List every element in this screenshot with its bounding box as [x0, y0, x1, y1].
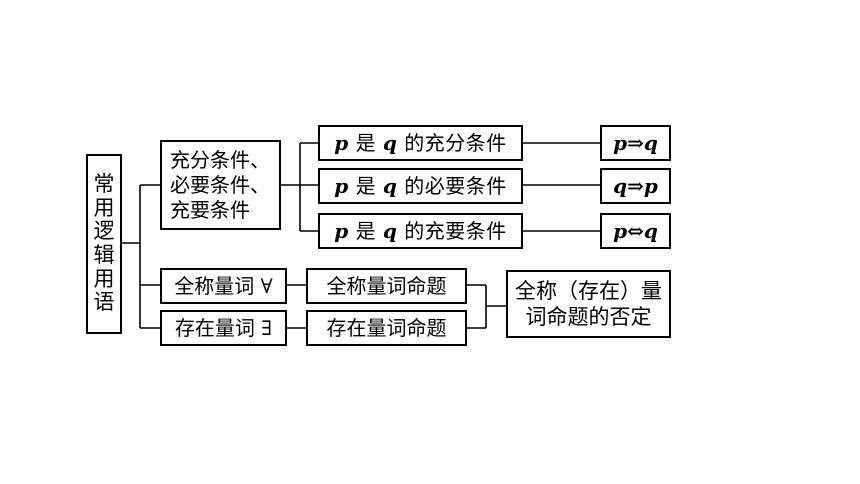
condition-text: 的必要条件: [404, 173, 507, 198]
quantifier-label: 存在量词: [174, 315, 255, 340]
condition-text: 的充分条件: [404, 130, 507, 155]
formula-q-implies-p: q⇒p: [600, 168, 671, 204]
implies-arrow-icon: ⇒: [627, 130, 644, 155]
formula-right: q: [643, 130, 658, 155]
negation-node: 全称（存在）量 词命题的否定: [506, 270, 671, 338]
var-p: p: [334, 218, 349, 243]
negation-line: 全称（存在）量: [515, 278, 662, 303]
var-q: q: [382, 218, 398, 243]
negation-line: 词命题的否定: [525, 305, 652, 329]
root-char: 逻: [93, 219, 115, 244]
existential-quantifier-node: 存在量词 ∃: [160, 310, 287, 346]
formula-right: q: [643, 218, 658, 243]
group-line: 必要条件、: [170, 172, 270, 197]
group-line: 充要条件: [170, 197, 250, 222]
root-char: 用: [93, 266, 115, 291]
quantifier-label: 全称量词: [174, 273, 255, 298]
formula-p-implies-q: p⇒q: [600, 125, 671, 161]
formula-left: q: [613, 173, 628, 198]
formula-left: p: [613, 130, 628, 155]
universal-quantifier-node: 全称量词 ∀: [160, 268, 287, 304]
formula-right: p: [643, 173, 658, 198]
root-char: 语: [93, 290, 115, 315]
var-p: p: [334, 130, 349, 155]
root-char: 常: [93, 172, 115, 197]
word-is: 是: [355, 218, 377, 243]
sufficient-condition-node: p 是 q 的充分条件: [318, 125, 523, 161]
existential-proposition-node: 存在量词命题: [306, 310, 467, 346]
var-q: q: [382, 173, 398, 198]
word-is: 是: [355, 173, 377, 198]
necessary-and-sufficient-condition-node: p 是 q 的充要条件: [318, 213, 523, 249]
root-char: 辑: [93, 243, 115, 267]
proposition-label: 存在量词命题: [326, 315, 447, 340]
iff-arrow-icon: ⇔: [627, 218, 644, 243]
implies-arrow-icon: ⇒: [627, 173, 644, 198]
formula-p-iff-q: p⇔q: [600, 213, 671, 249]
formula-left: p: [613, 218, 628, 243]
group-line: 充分条件、: [170, 147, 270, 172]
exists-symbol-icon: ∃: [261, 315, 273, 340]
proposition-label: 全称量词命题: [326, 273, 447, 298]
forall-symbol-icon: ∀: [260, 273, 273, 298]
conditions-group-node: 充分条件、 必要条件、 充要条件: [160, 140, 281, 230]
var-p: p: [334, 173, 349, 198]
universal-proposition-node: 全称量词命题: [306, 268, 467, 304]
condition-text: 的充要条件: [404, 218, 507, 243]
word-is: 是: [355, 130, 377, 155]
var-q: q: [382, 130, 398, 155]
necessary-condition-node: p 是 q 的必要条件: [318, 168, 523, 204]
root-node: 常 用 逻 辑 用 语: [86, 154, 122, 334]
root-char: 用: [93, 195, 115, 220]
